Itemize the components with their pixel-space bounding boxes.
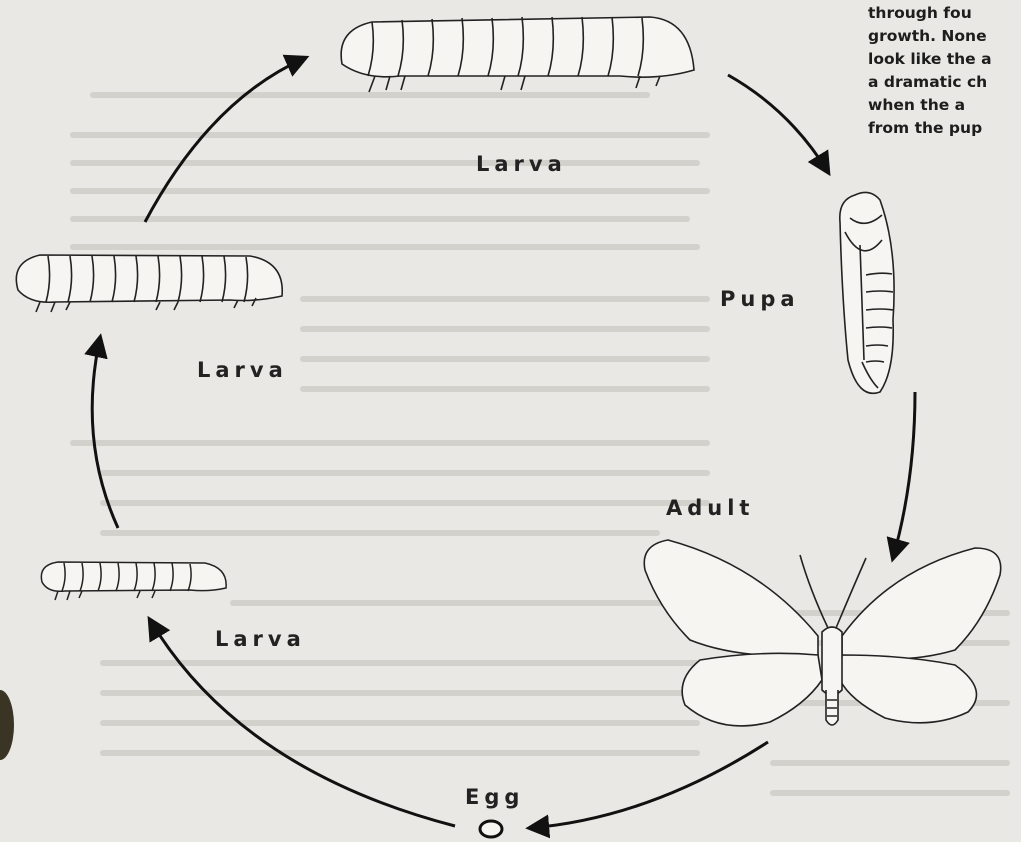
arrow-adult-to-egg [530,742,768,828]
moth-left-forewing [644,540,818,656]
arrow-larva-to-pupa [728,75,828,172]
moth-right-forewing [842,548,1001,659]
label-egg: Egg [465,785,524,809]
larva-bottom-illustration [41,562,226,600]
moth-left-hindwing [682,653,822,726]
label-pupa: Pupa [720,287,800,311]
label-larva-left: Larva [197,358,288,382]
label-adult: Adult [666,496,754,520]
moth-body [822,627,842,695]
side-text-line: through fou [868,2,1021,25]
side-text-line: when the a [868,94,1021,117]
label-larva-bottom: Larva [215,627,306,651]
page-edge-shadow [0,690,14,760]
side-text-line: from the pup [868,117,1021,140]
side-text-line: growth. None [868,25,1021,48]
arrow-larva-to-larva-1 [92,338,118,528]
side-text-line: look like the a [868,48,1021,71]
moth-antennae [800,555,866,628]
side-text-line: a dramatic ch [868,71,1021,94]
pupa-illustration [840,192,894,393]
label-larva-top: Larva [476,152,567,176]
arrow-pupa-to-adult [893,392,915,558]
larva-top-illustration [341,17,694,92]
moth-right-hindwing [840,655,976,723]
adult-moth-illustration [644,540,1000,726]
larva-left-illustration [16,255,282,312]
side-text-excerpt: through fou growth. None look like the a… [868,2,1021,140]
arrow-larva-to-larva-2 [145,58,305,222]
egg-illustration [480,821,502,837]
